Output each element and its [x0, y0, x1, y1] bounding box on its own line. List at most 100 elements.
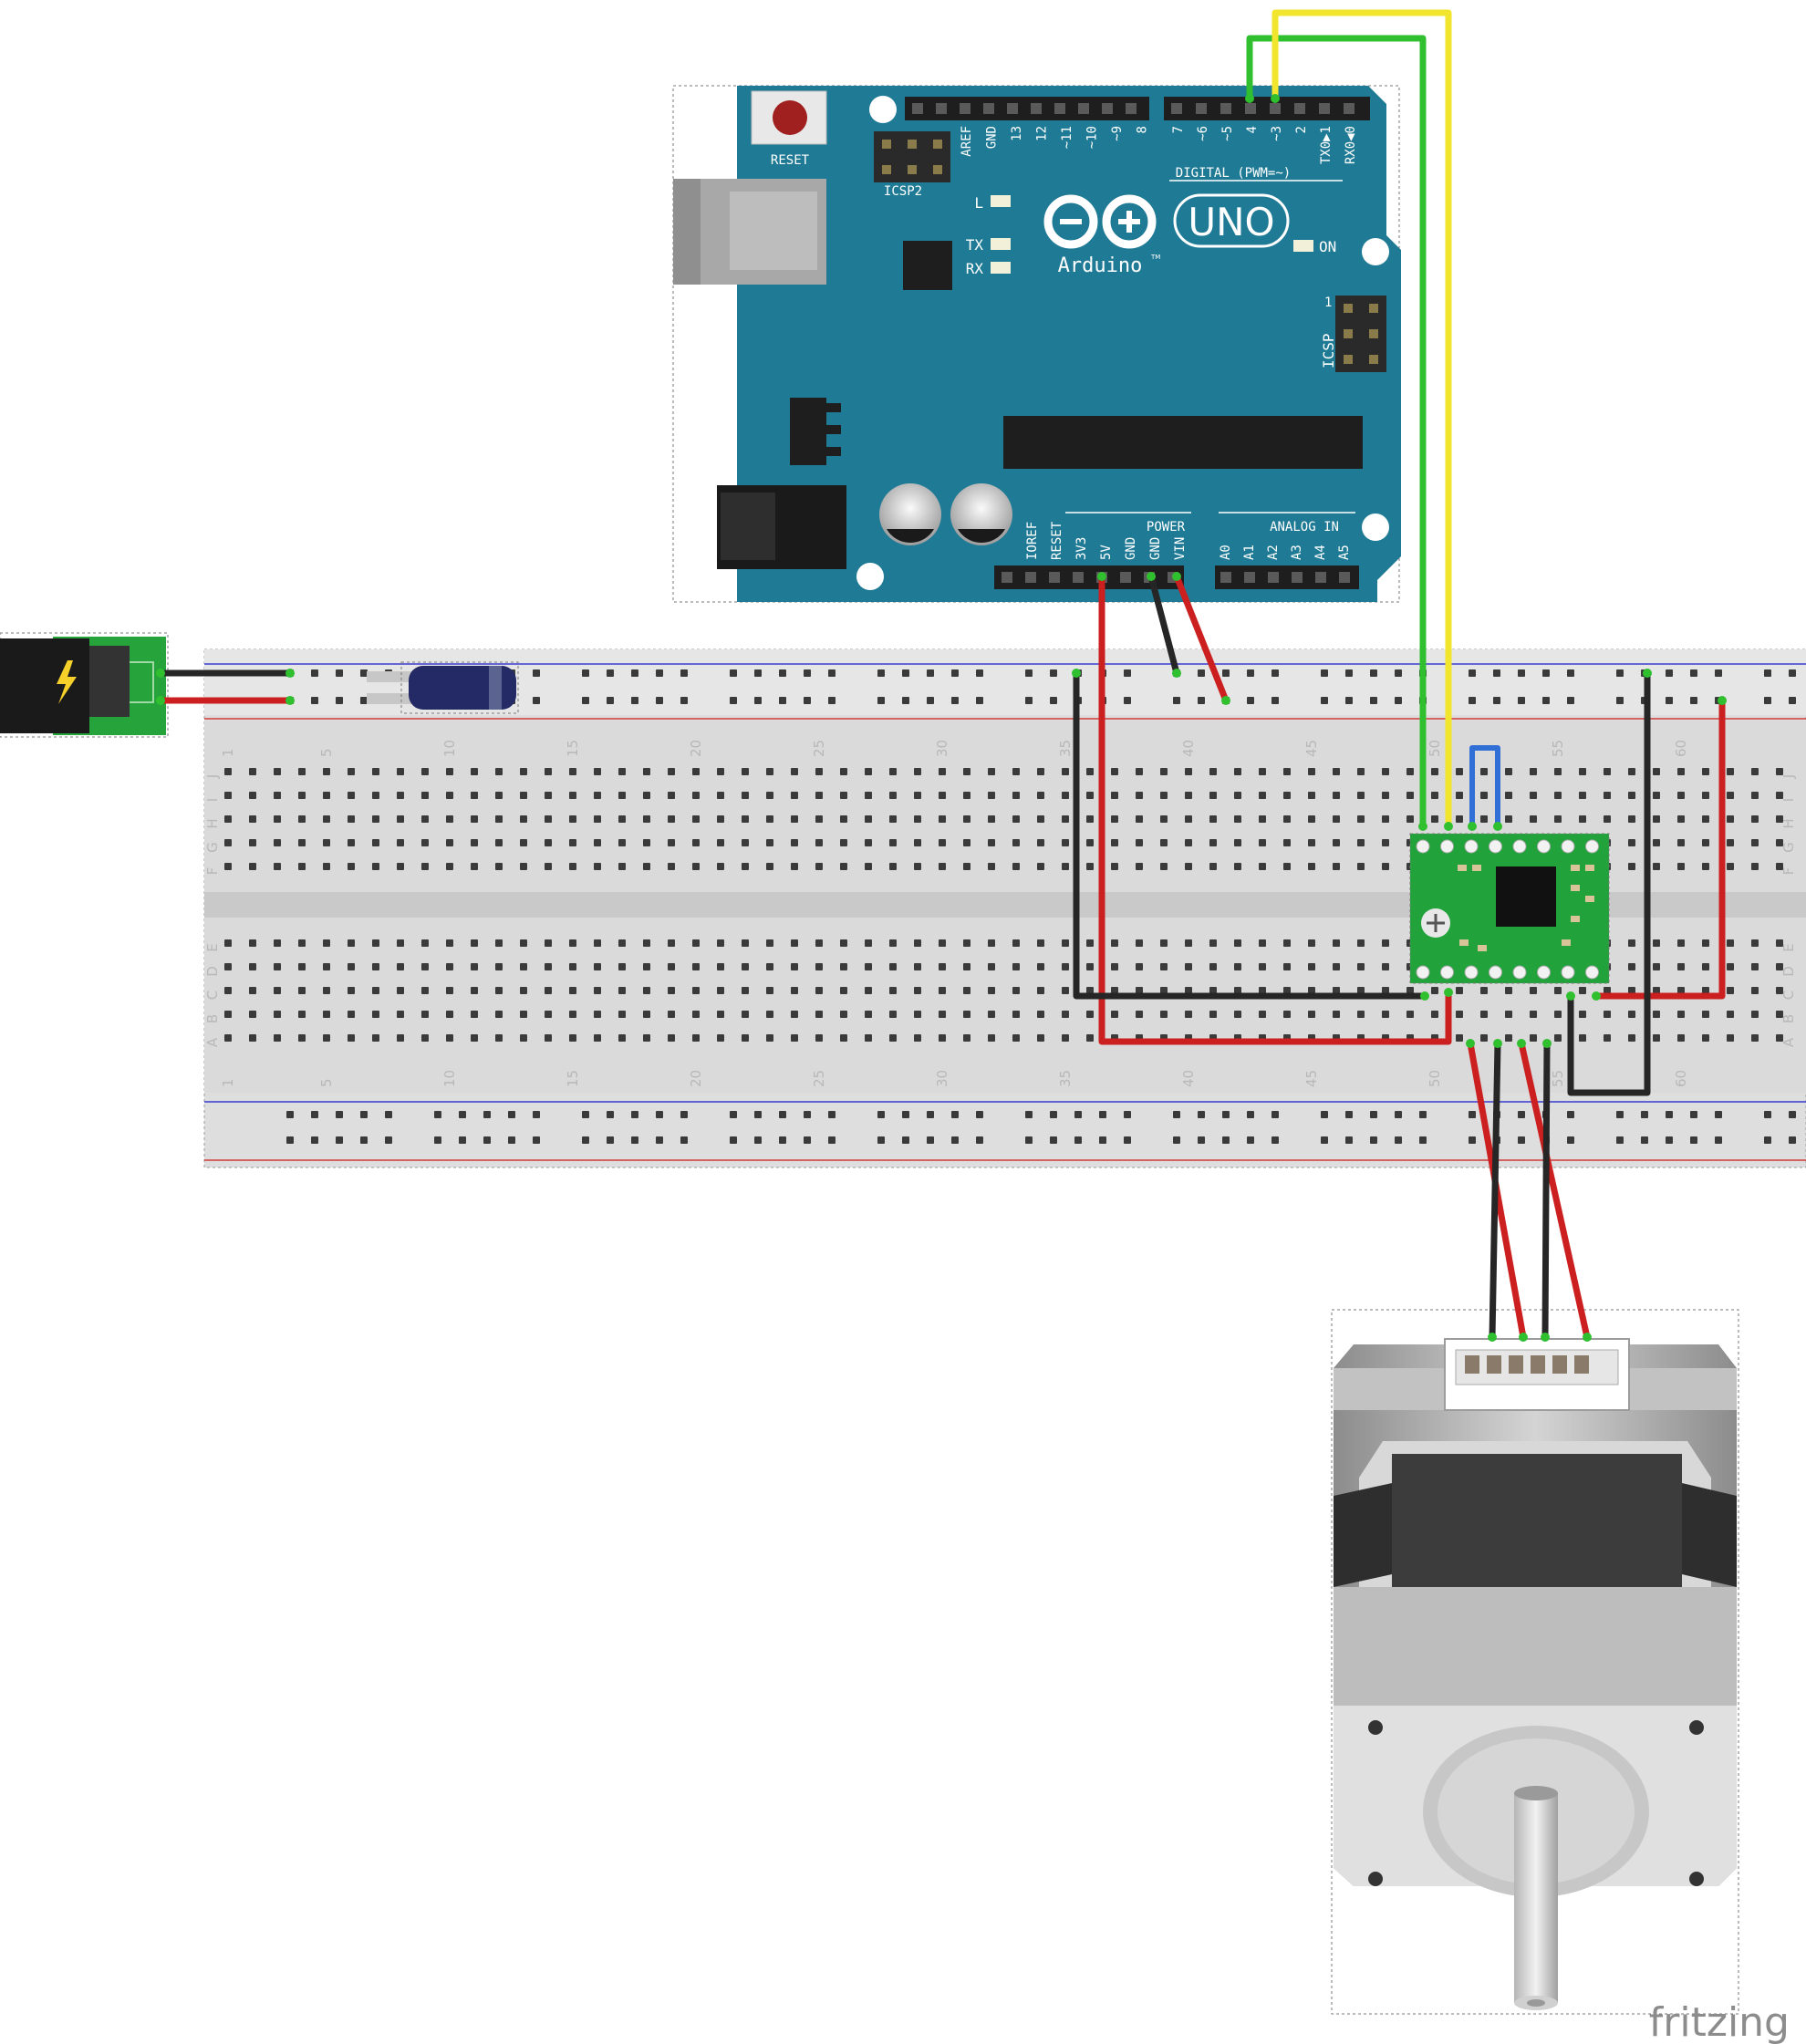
digital-pin-label: ~5 — [1220, 126, 1235, 141]
wire-coil-2a — [1518, 1040, 1591, 1341]
led-on — [1293, 240, 1313, 252]
column-number-bottom: 10 — [441, 1070, 458, 1087]
wire-step — [1246, 35, 1427, 830]
stepper-driver-a4988 — [1409, 833, 1610, 984]
atmega328-chip — [1003, 416, 1363, 469]
capacitor — [950, 483, 1012, 545]
icsp2-label: ICSP2 — [884, 184, 922, 199]
power-label: POWER — [1147, 520, 1186, 534]
breadboard-column-numbers: 1155101015152020252530303535404045455050… — [220, 740, 1689, 1087]
model-label: UNO — [1188, 200, 1274, 244]
row-letter: H — [204, 818, 221, 828]
analog-pin-label: A3 — [1290, 545, 1304, 560]
mounting-hole — [1689, 1720, 1704, 1735]
column-number-bottom: 55 — [1550, 1070, 1566, 1087]
icsp-header — [1335, 296, 1386, 372]
row-letter: J — [1780, 774, 1797, 779]
reset-label: RESET — [771, 153, 810, 168]
wire-5v-to-driver — [1098, 573, 1452, 1045]
digital-pin-label: GND — [985, 126, 1000, 149]
column-number-top: 25 — [811, 740, 827, 757]
voltage-regulator — [790, 398, 841, 465]
digital-pin-label: 4 — [1245, 126, 1260, 133]
column-number-bottom: 45 — [1303, 1070, 1320, 1087]
wire-coil-2b — [1541, 1040, 1551, 1341]
analog-pin-label: A4 — [1313, 545, 1328, 560]
wire-motor-gnd — [1567, 669, 1651, 1096]
power-pin-label: GND — [1148, 537, 1163, 560]
mounting-hole — [1368, 1720, 1383, 1735]
column-number-top: 35 — [1057, 740, 1074, 757]
digital-pin-label: ~9 — [1110, 126, 1125, 141]
mounting-hole — [869, 96, 897, 123]
digital-pin-label: RX0◀0 — [1344, 126, 1358, 164]
lightning-icon — [57, 660, 77, 704]
wire-rail-gnd-to-driver — [1073, 669, 1428, 1000]
digital-pin-label: ~11 — [1060, 126, 1074, 149]
brand-label: Arduino — [1058, 254, 1143, 277]
row-letter: I — [204, 798, 221, 802]
mounting-hole — [1362, 238, 1389, 265]
led-l — [991, 195, 1011, 207]
row-letter: D — [204, 966, 221, 977]
analog-pin-label: A5 — [1337, 545, 1352, 560]
digital-pin-label: AREF — [960, 126, 974, 157]
row-letter: C — [204, 991, 221, 1000]
electrolytic-capacitor — [367, 661, 519, 714]
wire-reset-sleep-jumper — [1469, 745, 1500, 829]
led-rx — [991, 262, 1011, 274]
digital-pin-label: TX0▶1 — [1319, 126, 1334, 164]
driver-chip — [1496, 866, 1556, 927]
analog-pin-label: A1 — [1242, 545, 1257, 560]
digital-pin-label: 2 — [1294, 126, 1309, 133]
column-number-bottom: 30 — [934, 1070, 950, 1087]
digital-label: DIGITAL (PWM=~) — [1176, 166, 1291, 181]
digital-pin-label: ~10 — [1085, 126, 1100, 149]
row-letter: J — [204, 774, 221, 779]
column-number-top: 55 — [1550, 740, 1566, 757]
digital-pin-label: ~6 — [1196, 126, 1210, 141]
column-number-bottom: 60 — [1673, 1070, 1689, 1087]
mounting-hole — [856, 563, 884, 590]
column-number-bottom: 35 — [1057, 1070, 1074, 1087]
digital-pin-label: 7 — [1171, 126, 1186, 133]
row-letter: F — [204, 867, 221, 876]
stepper-motor — [1331, 1309, 1739, 2015]
motor-shaft — [1514, 1793, 1558, 2003]
led-on-label: ON — [1319, 238, 1336, 255]
column-number-top: 20 — [688, 740, 704, 757]
row-letter: A — [204, 1037, 221, 1047]
column-number-bottom: 5 — [318, 1078, 335, 1087]
power-pin-label: 5V — [1099, 545, 1114, 560]
row-letter: E — [1780, 943, 1797, 951]
wire-dir — [1271, 9, 1452, 830]
power-pin-label: RESET — [1050, 521, 1064, 560]
column-number-top: 60 — [1673, 740, 1689, 757]
digital-pin-label: 13 — [1010, 126, 1024, 141]
wire-vin-to-rail — [1173, 573, 1230, 704]
column-number-bottom: 40 — [1180, 1070, 1197, 1087]
arduino-infinity-logo — [1043, 194, 1157, 249]
icsp2-header — [874, 131, 950, 182]
row-letter: B — [204, 1014, 221, 1023]
power-pin-label: GND — [1124, 537, 1138, 560]
row-letter: E — [204, 943, 221, 951]
row-letter: B — [1780, 1014, 1797, 1023]
capacitor — [879, 483, 941, 545]
column-number-top: 40 — [1180, 740, 1197, 757]
analog-label: ANALOG IN — [1270, 520, 1339, 534]
motor-label-plate — [1392, 1454, 1682, 1605]
mounting-hole — [1368, 1872, 1383, 1886]
icsp-label: ICSP — [1320, 333, 1337, 368]
icsp-pin1-label: 1 — [1324, 296, 1332, 310]
digital-pin-label: ~3 — [1270, 126, 1284, 141]
reset-button-cap[interactable] — [773, 100, 807, 135]
led-rx-label: RX — [966, 260, 984, 277]
wire-vmot — [1593, 697, 1726, 1000]
column-number-top: 15 — [565, 740, 581, 757]
column-number-top: 50 — [1427, 740, 1443, 757]
row-letter: G — [1780, 842, 1797, 853]
